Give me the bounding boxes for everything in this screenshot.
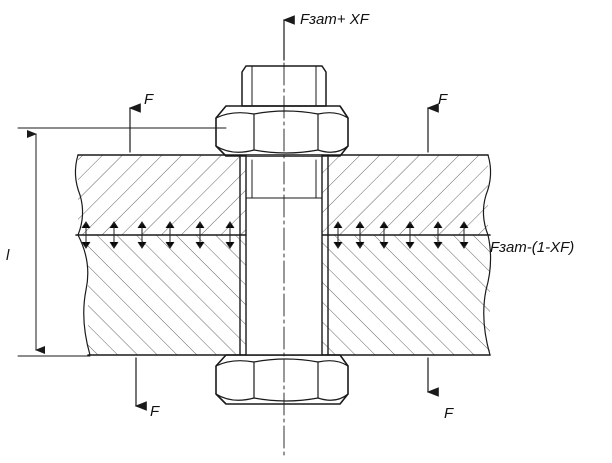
f-label-bottom-left: F [150,403,160,420]
upper-nut [215,105,349,157]
length-label: l [6,247,10,264]
upper-plate [74,154,492,236]
length-dimension [17,127,227,357]
f-label-bottom-right: F [444,405,454,422]
joint-pressure-markers [81,221,469,249]
top-force-label: Fзат+ ХF [300,11,370,28]
lower-nut [215,354,349,405]
lower-plate [77,234,492,356]
right-force-label: Fзат-(1-ХF) [490,239,574,256]
f-label-top-right: F [438,91,448,108]
f-label-top-left: F [144,91,154,108]
